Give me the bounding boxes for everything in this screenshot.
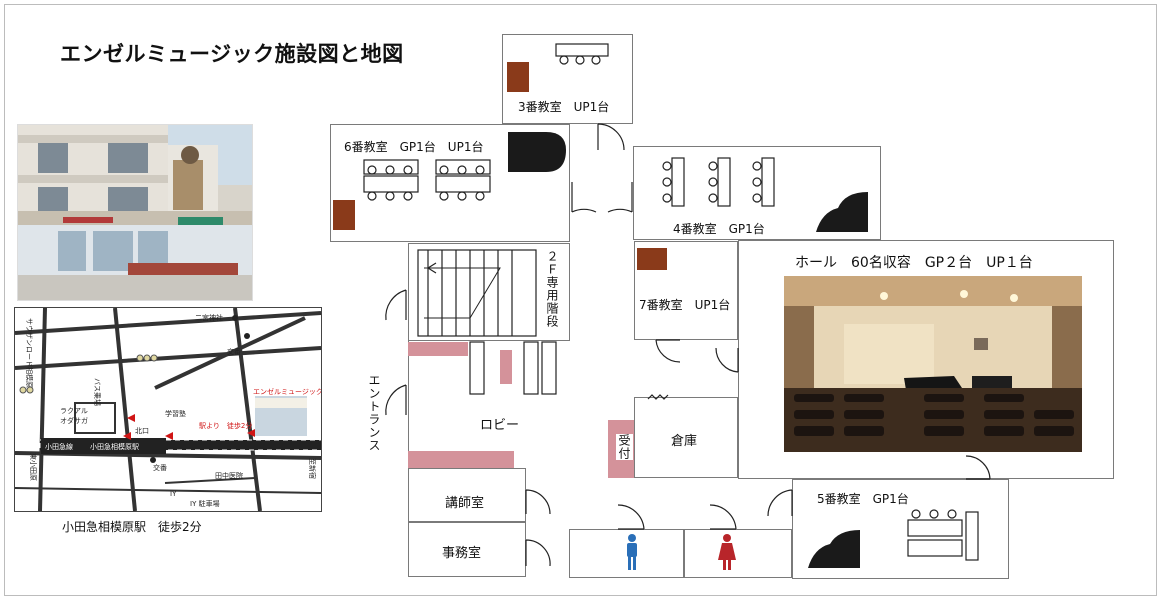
- hall-label: ホール 60名収容 GP２台 UP１台: [795, 255, 1033, 271]
- map-label-higashirinkan: 至新宿: [308, 458, 317, 479]
- map-label-bus: バス乗場: [93, 378, 102, 406]
- reception-label: 受付: [616, 434, 633, 460]
- stairs-label: ２Ｆ専用階段: [545, 250, 559, 328]
- access-caption: 小田急相模原駅 徒歩2分: [62, 520, 202, 534]
- map-label-from-station: 駅より 徒歩2分: [199, 421, 252, 430]
- teachers-room-label: 講師室: [445, 496, 485, 511]
- storage: [634, 397, 738, 478]
- restroom-male: [569, 529, 684, 578]
- map-label-kitaguchi: 北口: [135, 427, 149, 435]
- map-label-iy: IY: [170, 490, 177, 498]
- map-label-higashi: 東小田原: [29, 453, 38, 481]
- room-3-label: 3番教室 UP1台: [518, 100, 610, 114]
- map-label-gakushu: 学習塾: [165, 409, 186, 418]
- map-label-angel: エンゼルミュージック: [253, 387, 321, 396]
- map-label-laqual: ラクアル: [60, 407, 88, 415]
- map-label-station: 小田急相模原駅: [90, 442, 139, 451]
- lobby-label: ロビー: [480, 418, 520, 433]
- lobby-counter-bottom: [408, 451, 514, 468]
- restroom-female: [684, 529, 792, 578]
- page-frame: [4, 4, 1157, 596]
- lobby: [408, 341, 634, 468]
- building-photo: [17, 124, 253, 301]
- lobby-table: [500, 350, 512, 384]
- entrance-label: エントランス: [367, 374, 381, 452]
- access-map: 二宮神社 交番 サウザンロード相模原 バス乗場 ラクアル オダサガ 学習塾 北口…: [14, 307, 322, 512]
- map-label-koban1: 交番: [227, 347, 241, 356]
- room-4-label: 4番教室 GP1台: [673, 222, 765, 236]
- room-7: [634, 241, 738, 340]
- lobby-counter-top: [408, 342, 468, 356]
- map-label-iy-store: IY 駐車場: [190, 499, 220, 508]
- office: [408, 522, 526, 577]
- room-5-label: 5番教室 GP1台: [817, 492, 909, 506]
- room-7-label: 7番教室 UP1台: [639, 298, 731, 312]
- storage-label: 倉庫: [671, 434, 698, 449]
- hall-photo: [784, 276, 1082, 452]
- office-label: 事務室: [442, 546, 482, 561]
- map-label-line: 小田急線: [45, 442, 73, 451]
- room-6-label: 6番教室 GP1台 UP1台: [344, 140, 484, 154]
- page-title: エンゼルミュージック施設図と地図: [60, 42, 404, 66]
- map-label-odasaga: オダサガ: [60, 416, 88, 425]
- teachers-room: [408, 468, 526, 522]
- map-label-koban2: 交番: [153, 463, 167, 472]
- map-label-sagami-road: サウザンロード相模原: [25, 318, 34, 388]
- map-label-ninomiya: 二宮神社: [195, 313, 223, 322]
- map-label-taniguchi: 田中医院: [215, 471, 243, 480]
